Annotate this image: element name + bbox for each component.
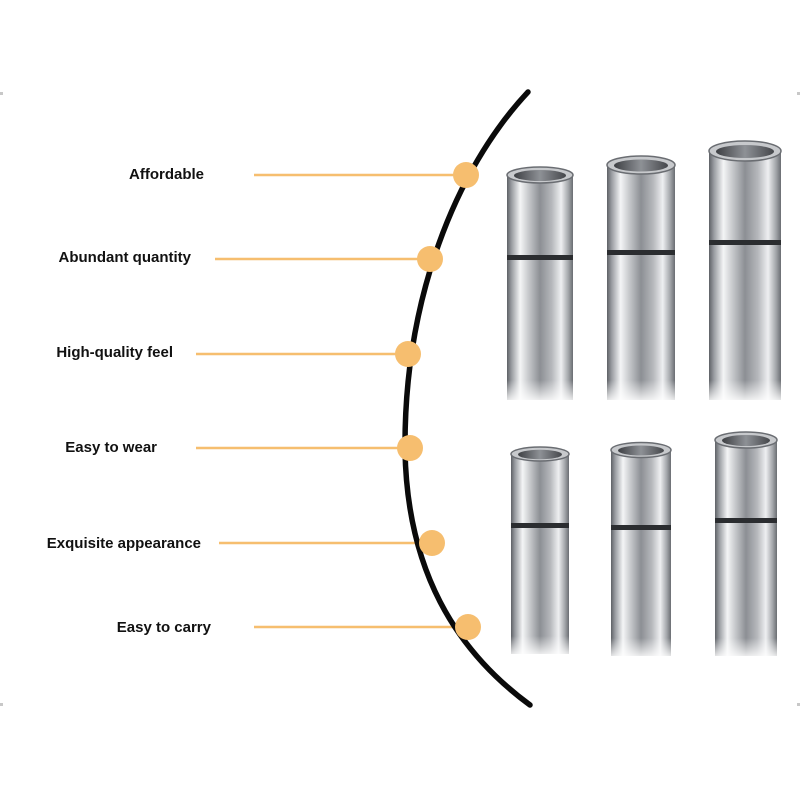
edge-marker-right [797,92,800,95]
feature-label-exquisite-appearance: Exquisite appearance [46,535,201,552]
feature-dot [419,530,445,556]
clasp [510,446,570,658]
clasp [708,140,782,404]
edge-marker-left-low [0,703,3,706]
feature-label-high-quality-feel: High-quality feel [56,344,173,361]
feature-label-affordable: Affordable [129,166,204,183]
feature-dots [395,162,481,640]
connector-lines [196,173,468,629]
feature-dot [453,162,479,188]
feature-label-easy-to-carry: Easy to carry [116,619,211,636]
feature-label-abundant-quantity: Abundant quantity [58,249,191,266]
edge-marker-left [0,92,3,95]
clasp [606,155,676,404]
feature-dot [395,341,421,367]
feature-dot [455,614,481,640]
clasp [714,431,778,660]
edge-marker-right-low [797,703,800,706]
feature-label-easy-to-wear: Easy to wear [65,439,157,456]
feature-dot [397,435,423,461]
feature-dot [417,246,443,272]
clasp [506,166,574,404]
clasp [610,441,672,660]
